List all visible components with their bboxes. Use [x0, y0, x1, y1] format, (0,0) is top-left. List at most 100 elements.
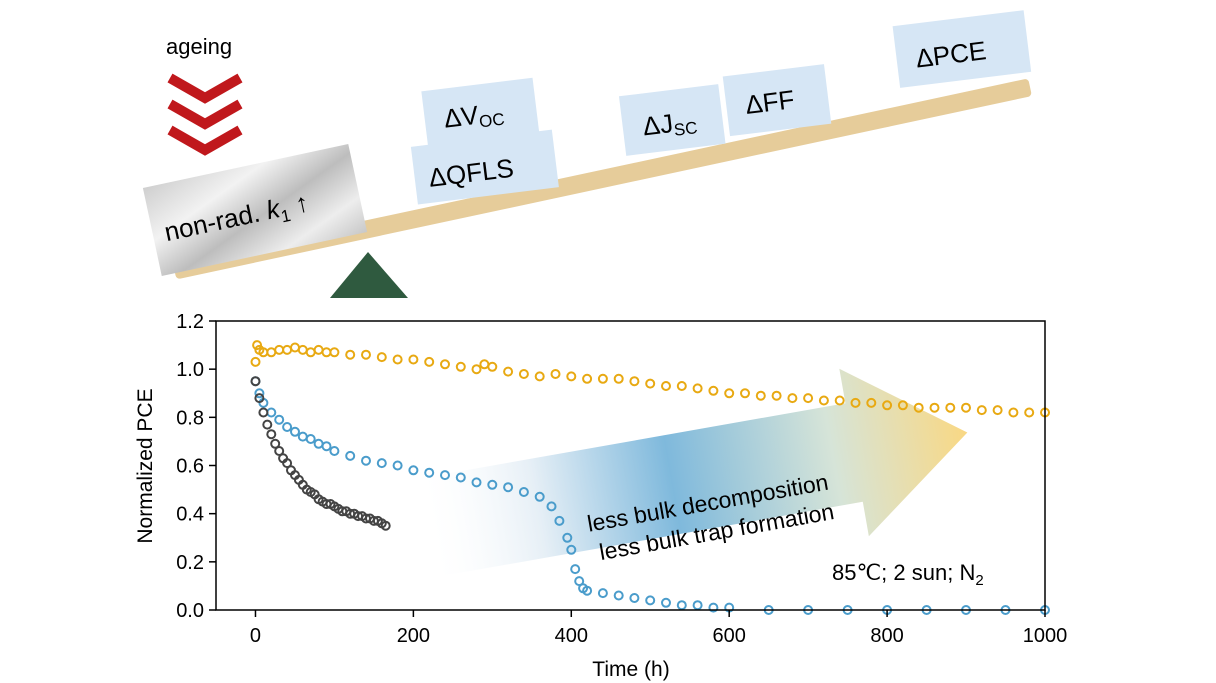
data-point	[455, 361, 466, 372]
y-tick-label: 0.6	[176, 456, 204, 478]
conditions-label: 85℃; 2 sun; N2	[832, 560, 984, 589]
data-point	[574, 576, 585, 587]
x-tick-label: 800	[870, 625, 903, 647]
data-point	[929, 402, 940, 413]
data-point	[676, 600, 687, 611]
data-point	[582, 373, 593, 384]
seesaw-diagram: ageing non-rad. k1 ↑ ΔVOC	[142, 10, 1032, 298]
data-point	[329, 347, 340, 358]
data-point	[376, 352, 387, 363]
data-point	[661, 381, 671, 391]
ageing-chevrons-icon	[167, 73, 243, 156]
svg-text:ΔJSC: ΔJSC	[641, 105, 698, 143]
y-tick-label: 0.2	[176, 552, 204, 574]
data-point	[329, 446, 340, 456]
data-point	[440, 359, 450, 370]
data-point	[1008, 407, 1019, 418]
data-point	[755, 390, 766, 401]
svg-text:ΔVOC: ΔVOC	[442, 97, 506, 136]
data-point	[534, 371, 545, 382]
y-axis-title: Normalized PCE	[134, 388, 157, 543]
y-tick-label: 1.2	[176, 311, 204, 333]
data-point	[708, 385, 719, 396]
data-point	[305, 434, 316, 444]
data-point	[455, 472, 466, 483]
seesaw-beam	[173, 79, 1032, 279]
data-point	[361, 349, 371, 360]
data-point	[850, 397, 861, 408]
data-point	[818, 395, 829, 406]
data-point	[471, 364, 482, 375]
pce-chart: less bulk decomposition less bulk trap f…	[134, 311, 1067, 681]
data-point	[570, 564, 581, 575]
x-tick-label: 600	[713, 625, 746, 647]
svg-text:ΔFF: ΔFF	[744, 84, 796, 120]
data-point	[479, 359, 490, 370]
data-point	[321, 441, 332, 452]
data-point	[254, 388, 265, 399]
data-point	[282, 422, 293, 432]
x-tick-label: 1000	[1023, 625, 1068, 647]
x-tick-label: 0	[250, 625, 261, 647]
data-point	[597, 588, 608, 599]
data-point	[740, 388, 750, 399]
data-point	[866, 397, 877, 408]
data-point	[254, 393, 265, 404]
data-point	[392, 354, 403, 365]
data-point	[562, 532, 573, 543]
data-point	[834, 395, 845, 406]
data-point	[582, 585, 593, 596]
data-point	[408, 354, 419, 365]
data-point	[262, 419, 273, 430]
data-point	[554, 515, 565, 526]
data-point	[313, 344, 324, 355]
data-point	[376, 458, 387, 469]
data-point	[487, 361, 498, 372]
data-point	[290, 342, 300, 353]
data-point	[266, 407, 277, 418]
data-point	[408, 465, 419, 476]
data-point	[424, 467, 435, 478]
data-point	[724, 388, 735, 399]
data-point	[250, 356, 261, 367]
data-point	[803, 393, 814, 404]
pce-box: ΔPCE	[892, 10, 1032, 88]
voc-sub: OC	[478, 110, 506, 132]
chevron-down-icon	[167, 99, 243, 130]
data-point	[258, 407, 269, 418]
jsc-main: ΔJ	[641, 108, 675, 141]
fulcrum-triangle	[330, 252, 408, 298]
data-point	[380, 520, 391, 531]
data-point	[392, 460, 403, 471]
series-0	[250, 340, 1050, 418]
data-point	[424, 356, 435, 367]
data-point	[1024, 407, 1035, 418]
data-point	[282, 344, 293, 355]
data-point	[345, 450, 356, 461]
data-point	[305, 347, 316, 358]
x-axis-title: Time (h)	[592, 658, 669, 681]
voc-box: ΔVOC	[421, 77, 540, 146]
data-point	[503, 366, 514, 377]
conditions-main: 85℃; 2 sun; N	[832, 560, 975, 585]
jsc-box: ΔJSC	[618, 84, 726, 156]
data-point	[266, 429, 277, 440]
data-point	[518, 369, 529, 379]
jsc-sub: SC	[673, 118, 699, 140]
y-tick-label: 0.8	[176, 407, 204, 429]
data-point	[274, 446, 285, 456]
data-point	[787, 393, 798, 404]
data-point	[771, 390, 782, 401]
ff-box: ΔFF	[722, 64, 832, 137]
data-point	[692, 600, 703, 611]
data-point	[266, 347, 277, 358]
data-point	[518, 487, 529, 497]
data-point	[913, 402, 924, 413]
data-point	[440, 470, 450, 481]
data-point	[471, 477, 482, 488]
data-point	[976, 405, 987, 416]
y-tick-label: 0.0	[176, 600, 204, 622]
data-point	[613, 590, 624, 601]
data-point	[487, 479, 498, 490]
